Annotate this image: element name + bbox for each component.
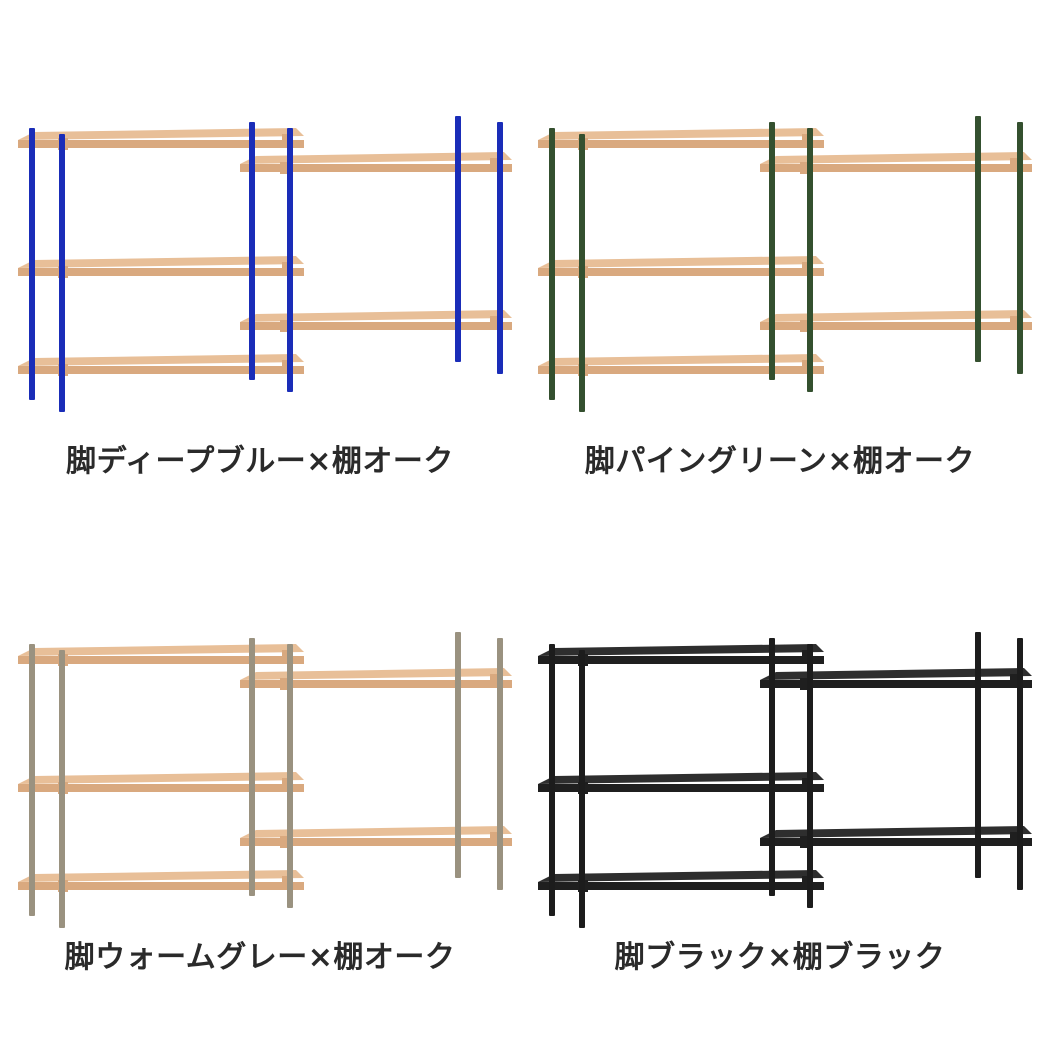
variant-deep-blue: 脚ディープブルー×棚オーク [0,0,520,520]
variant-black: 脚ブラック×棚ブラック [520,520,1040,1040]
variant-warm-grey: 脚ウォームグレー×棚オーク [0,520,520,1040]
shelf-leg [287,128,293,392]
shelf-leg [455,116,461,362]
shelf-leg [769,122,775,380]
legs [549,116,1023,412]
variant-pine-green: 脚パイングリーン×棚オーク [520,0,1040,520]
shelf-illustration [18,116,512,412]
legs [29,632,503,928]
shelf-leg [249,638,255,896]
shelf-leg [549,644,555,916]
shelf-leg [59,650,65,928]
shelf-illustration [18,632,512,928]
shelf-leg [579,650,585,928]
shelves [538,128,1032,376]
variant-caption: 脚ブラック×棚ブラック [614,940,946,975]
variant-caption: 脚パイングリーン×棚オーク [584,444,976,479]
shelves [538,644,1032,892]
shelf-leg [29,644,35,916]
shelf-illustration [538,116,1032,412]
shelf-leg [975,116,981,362]
shelf-leg [59,134,65,412]
shelf-illustration [538,632,1032,928]
shelf-board [240,826,512,848]
shelf-leg [287,644,293,908]
shelf-leg [249,122,255,380]
shelf-board [240,310,512,332]
shelf-leg [807,128,813,392]
shelf-leg [975,632,981,878]
shelf-leg [497,122,503,374]
variant-caption: 脚ディープブルー×棚オーク [66,444,454,479]
variant-caption: 脚ウォームグレー×棚オーク [64,940,456,975]
shelf-leg [1017,122,1023,374]
shelf-board [240,152,512,174]
shelves [18,128,512,376]
shelf-leg [455,632,461,878]
shelf-board [240,668,512,690]
shelf-board [760,310,1032,332]
shelves [18,644,512,892]
shelf-leg [549,128,555,400]
shelf-leg [807,644,813,908]
legs [549,632,1023,928]
shelf-leg [1017,638,1023,890]
shelf-board [760,152,1032,174]
shelf-leg [579,134,585,412]
shelf-leg [497,638,503,890]
legs [29,116,503,412]
shelf-leg [29,128,35,400]
shelf-board [760,826,1032,848]
shelf-board [760,668,1032,690]
shelf-leg [769,638,775,896]
